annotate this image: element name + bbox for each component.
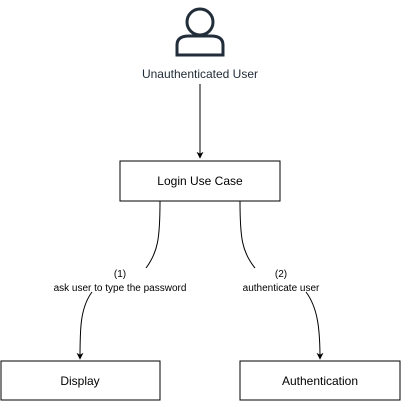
display-node[interactable]: Display bbox=[0, 360, 161, 401]
actor-label: Unauthenticated User bbox=[142, 67, 258, 81]
authenticate-edge bbox=[239, 200, 256, 269]
ask-password-edge bbox=[145, 200, 161, 269]
login-use-case-label: Login Use Case bbox=[157, 174, 243, 188]
actor-unauthenticated-user[interactable]: Unauthenticated User bbox=[142, 7, 258, 81]
ask-password-edge-label: (1) ask user to type the password bbox=[54, 269, 187, 294]
login-use-case-node[interactable]: Login Use Case bbox=[119, 160, 281, 202]
authenticate-edge-label: (2) authenticate user bbox=[243, 269, 320, 294]
person-icon bbox=[175, 7, 225, 57]
authentication-node[interactable]: Authentication bbox=[239, 360, 401, 401]
ask-password-edge-arrow bbox=[76, 291, 93, 360]
display-label: Display bbox=[60, 374, 99, 388]
ask-password-text: ask user to type the password bbox=[54, 283, 187, 294]
authenticate-edge-arrow bbox=[305, 291, 324, 360]
authenticate-text: authenticate user bbox=[243, 283, 320, 294]
ask-password-step: (1) bbox=[114, 269, 126, 280]
authentication-label: Authentication bbox=[282, 374, 358, 388]
authenticate-step: (2) bbox=[275, 269, 287, 280]
